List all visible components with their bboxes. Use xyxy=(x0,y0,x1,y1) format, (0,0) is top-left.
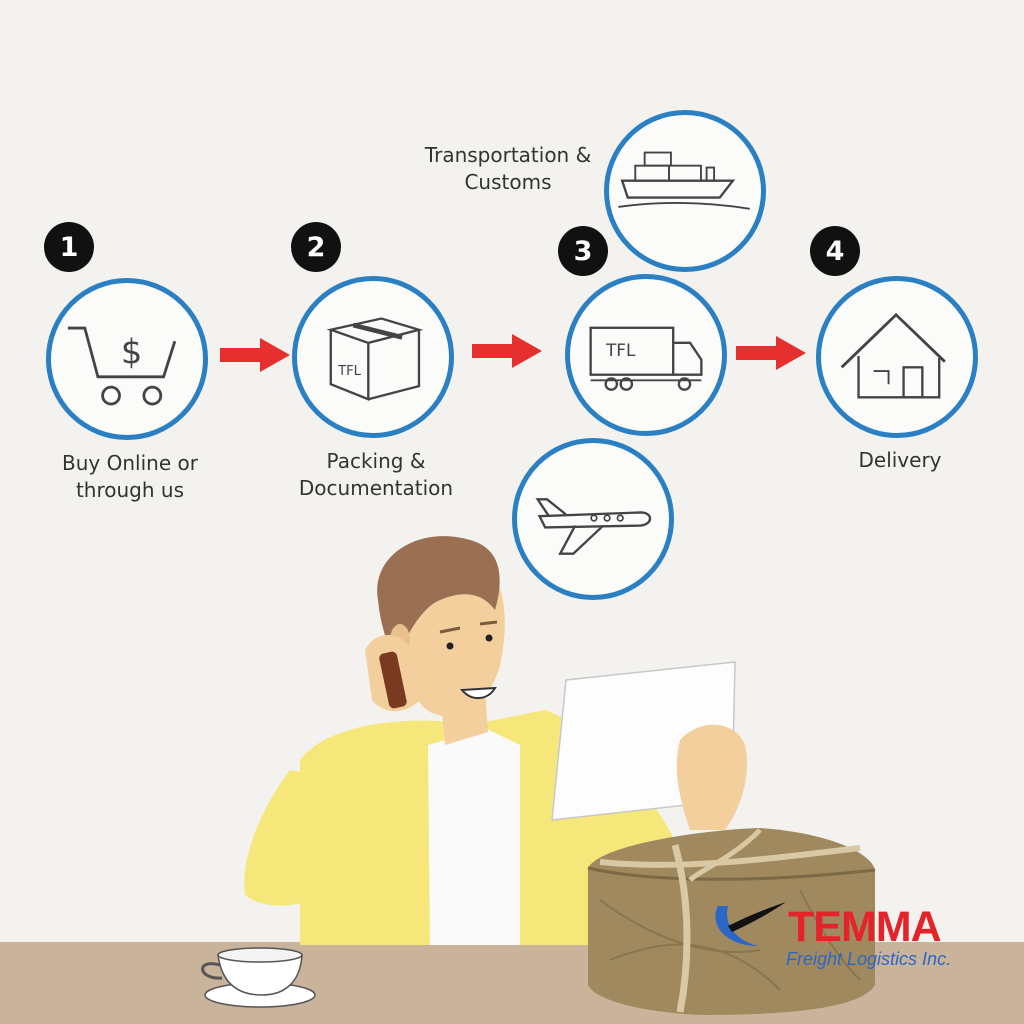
step-1-label: Buy Online or through us xyxy=(30,450,230,504)
svg-text:$: $ xyxy=(121,333,142,372)
step-1-circle: $ xyxy=(46,278,208,440)
step-4-circle xyxy=(816,276,978,438)
step-number-badge: 4 xyxy=(810,226,860,276)
step-4-label: Delivery xyxy=(800,447,1000,474)
label-line: Customs xyxy=(464,170,552,194)
label-line: through us xyxy=(75,478,185,502)
step-number-badge: 3 xyxy=(558,226,608,276)
truck-label: TFL xyxy=(605,340,636,360)
hair xyxy=(377,536,500,660)
step-number-badge: 2 xyxy=(291,222,341,272)
sea-freight-circle xyxy=(604,110,766,272)
eye-left xyxy=(446,642,454,650)
smile xyxy=(459,686,497,699)
arrow-right-icon xyxy=(472,334,542,368)
label-line: Documentation xyxy=(298,476,454,500)
step-2-label: Packing & Documentation xyxy=(276,448,476,502)
air-freight-circle xyxy=(512,438,674,600)
label-line: Buy Online or xyxy=(62,451,198,475)
package-box xyxy=(588,828,875,1015)
phone xyxy=(379,651,407,709)
step-2-circle: TFL xyxy=(292,276,454,438)
logo-swoosh-icon xyxy=(715,902,786,946)
arrow-right-icon xyxy=(736,336,806,370)
coffee-cup xyxy=(217,954,303,996)
hand-paper xyxy=(676,724,748,830)
white-shirt xyxy=(428,728,520,945)
label-line: Packing & xyxy=(326,449,426,473)
step-3-circle: TFL xyxy=(565,274,727,436)
delivery-truck-icon: TFL xyxy=(589,326,703,391)
house-icon xyxy=(840,312,946,399)
airplane-icon xyxy=(535,498,652,555)
logo-name: TEMMA xyxy=(788,903,942,951)
eye-right xyxy=(485,634,493,642)
box-label: TFL xyxy=(337,364,362,379)
arrow-right-icon xyxy=(220,338,290,372)
package-box-icon: TFL xyxy=(326,317,424,401)
cargo-ship-icon xyxy=(618,151,750,210)
label-line: Transportation & xyxy=(424,143,592,167)
transport-label: Transportation & Customs xyxy=(408,142,608,196)
arm-left xyxy=(244,770,395,906)
label-line: Delivery xyxy=(858,448,942,472)
step-number-badge: 1 xyxy=(44,222,94,272)
shopping-cart-dollar-icon: $ xyxy=(67,326,177,406)
logo-subtitle: Freight Logistics Inc. xyxy=(786,949,952,969)
